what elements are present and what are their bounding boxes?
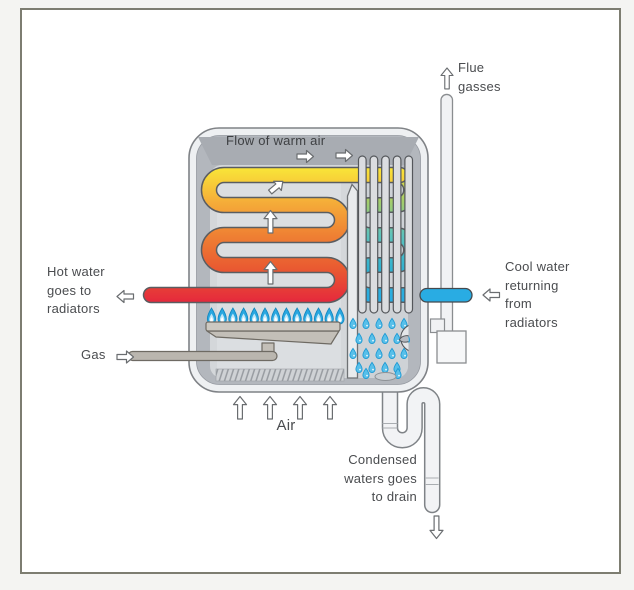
drain-inlet [374,372,397,381]
fan-icon [398,324,409,352]
air-vent-grille [215,368,345,382]
flue-connector-box [436,330,467,364]
label-cool-water: Cool water returning from radiators [505,259,570,330]
heat-exchanger-coil [142,166,409,304]
flue-pipe [429,93,467,364]
label-flow-of-warm-air: Flow of warm air [226,133,326,148]
cool-water-pipe [419,287,473,303]
heat-exchanger-tubes [357,155,414,314]
gas-burner [205,321,341,355]
label-condensed-water: Condensed waters goes to drain [344,452,417,504]
label-flue-gasses: Flue gasses [458,60,501,94]
label-hot-water: Hot water goes to radiators [47,264,105,316]
chamber-divider-wall [346,183,359,379]
label-gas: Gas [81,347,106,362]
label-air: Air [276,417,296,434]
condensate-trap-pipe [381,377,441,514]
